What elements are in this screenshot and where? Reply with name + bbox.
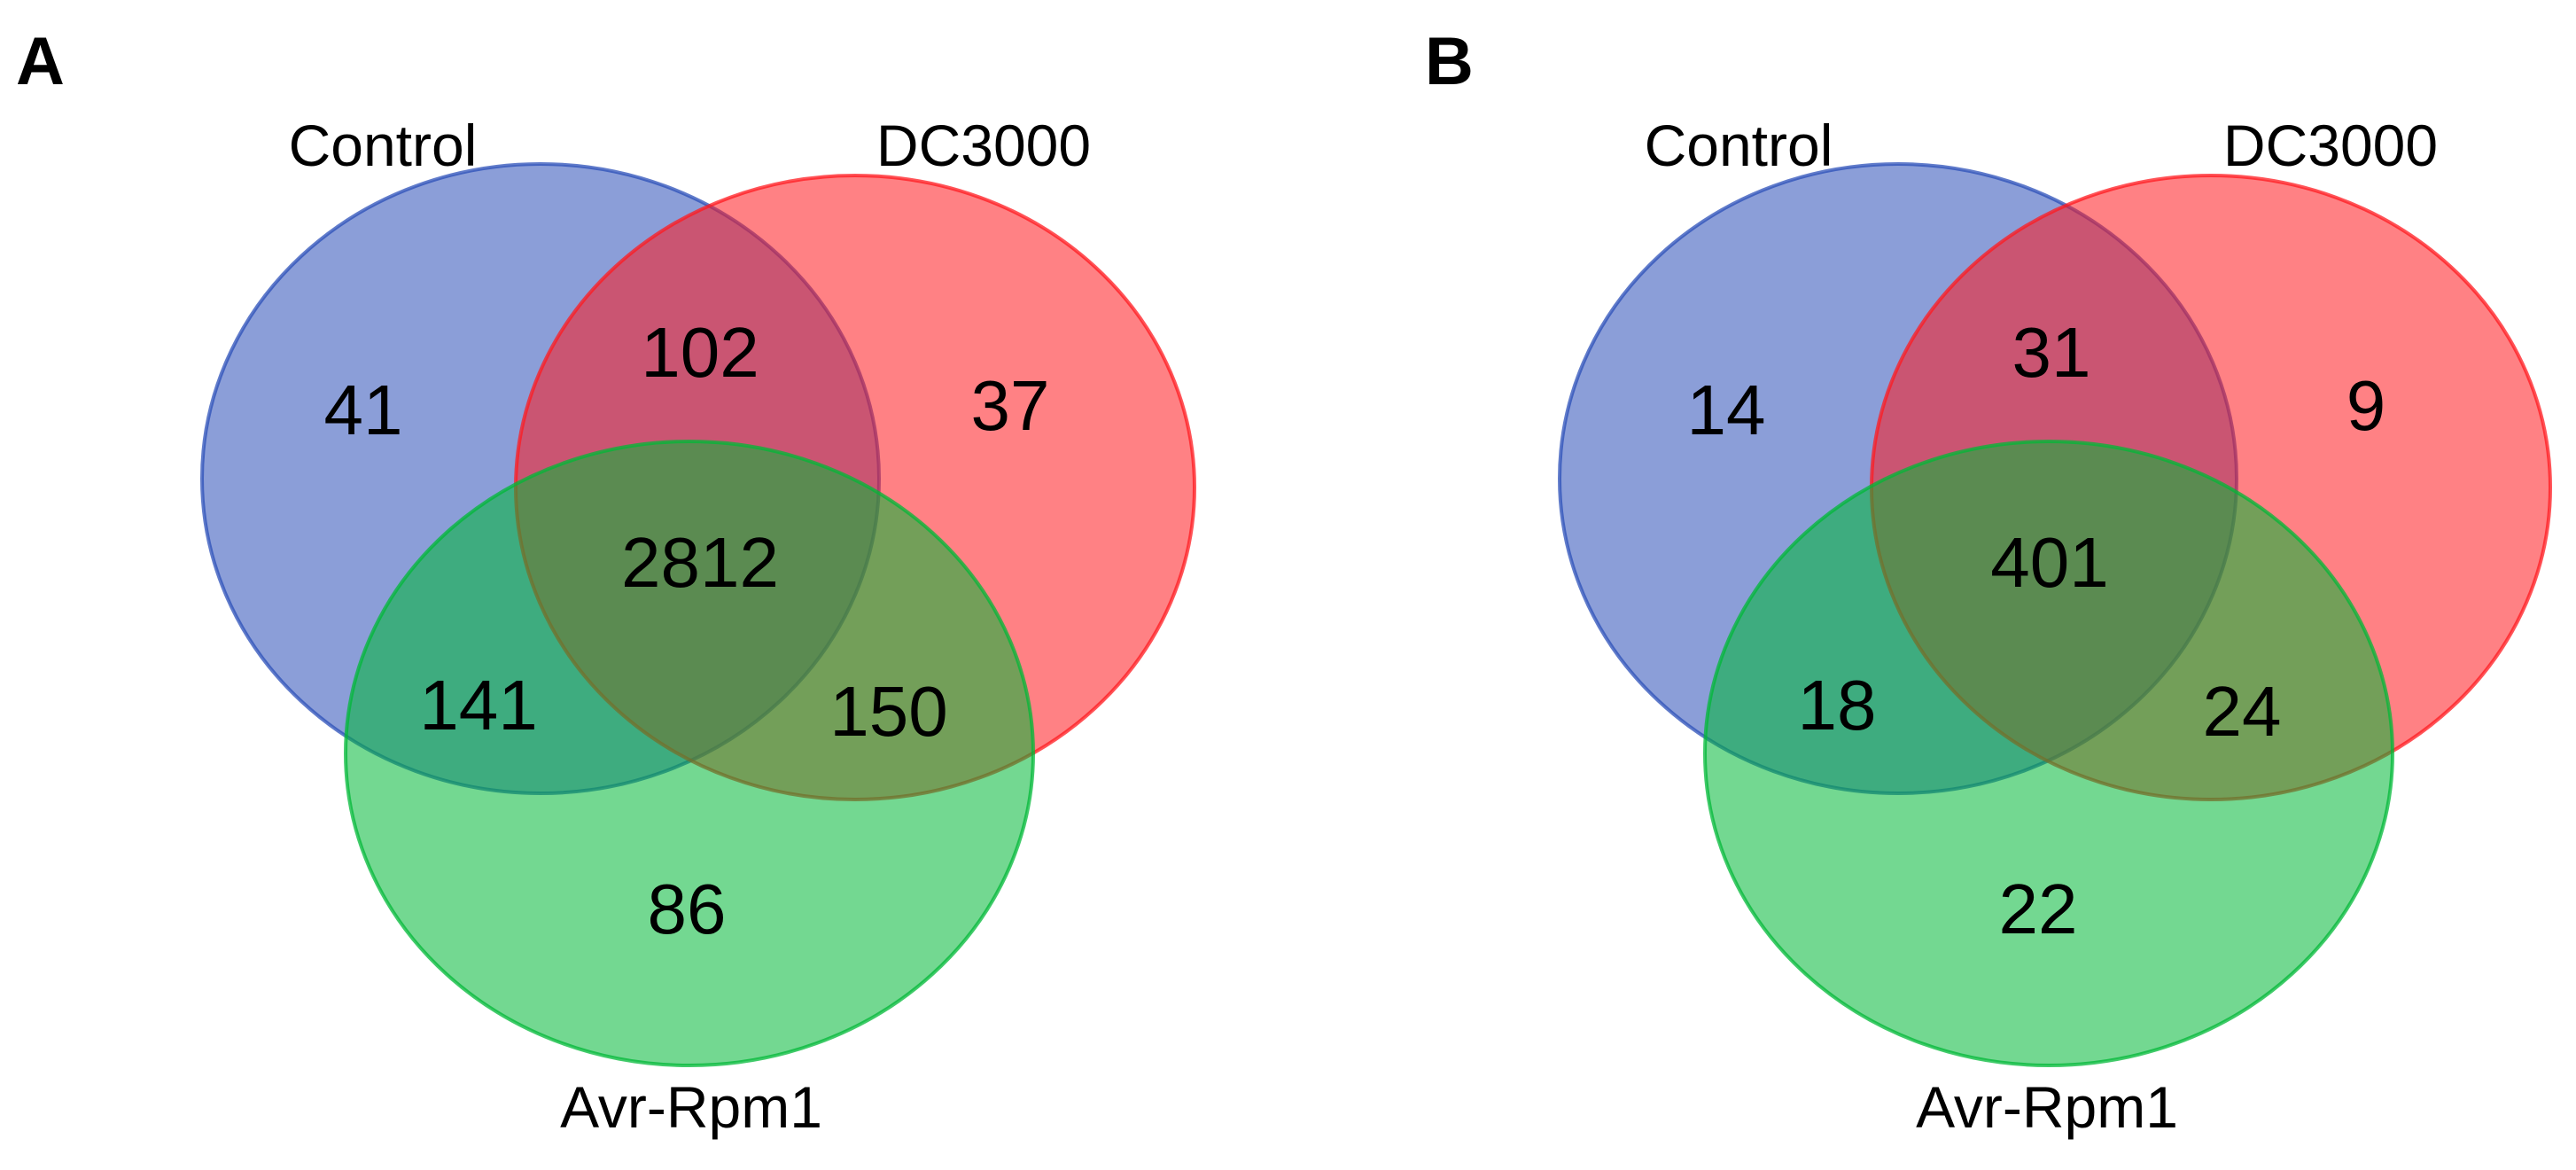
count-control-only: 41 xyxy=(324,370,403,449)
count-dc3000-avr-rpm1: 24 xyxy=(2203,672,2282,751)
count-all-three: 2812 xyxy=(621,523,779,602)
avr-rpm1-set-label: Avr-Rpm1 xyxy=(1916,1074,2178,1140)
venn-panel-a: A Control DC3000 Avr-Rpm1 41 37 86 102 1… xyxy=(16,24,1196,1140)
count-all-three: 401 xyxy=(1990,523,2108,602)
count-avr-rpm1-only: 22 xyxy=(1999,870,2078,948)
dc3000-set-label: DC3000 xyxy=(2223,113,2438,178)
count-control-dc3000: 102 xyxy=(641,313,759,392)
count-dc3000-avr-rpm1: 150 xyxy=(829,672,947,751)
venn-panel-b: B Control DC3000 Avr-Rpm1 14 9 22 31 18 … xyxy=(1425,24,2552,1140)
count-control-avr-rpm1: 18 xyxy=(1798,666,1877,745)
avr-rpm1-set-ellipse xyxy=(344,440,1035,1067)
count-dc3000-only: 37 xyxy=(971,366,1050,445)
count-control-avr-rpm1: 141 xyxy=(419,666,537,745)
dc3000-set-label: DC3000 xyxy=(876,113,1091,178)
control-set-label: Control xyxy=(289,113,478,178)
count-dc3000-only: 9 xyxy=(2346,366,2386,445)
avr-rpm1-set-label: Avr-Rpm1 xyxy=(560,1074,822,1140)
panel-letter: A xyxy=(16,24,65,99)
panel-letter: B xyxy=(1425,24,1474,99)
count-control-dc3000: 31 xyxy=(2012,313,2091,392)
avr-rpm1-set-ellipse xyxy=(1703,440,2394,1067)
control-set-label: Control xyxy=(1645,113,1833,178)
count-control-only: 14 xyxy=(1687,370,1766,449)
count-avr-rpm1-only: 86 xyxy=(648,870,727,948)
